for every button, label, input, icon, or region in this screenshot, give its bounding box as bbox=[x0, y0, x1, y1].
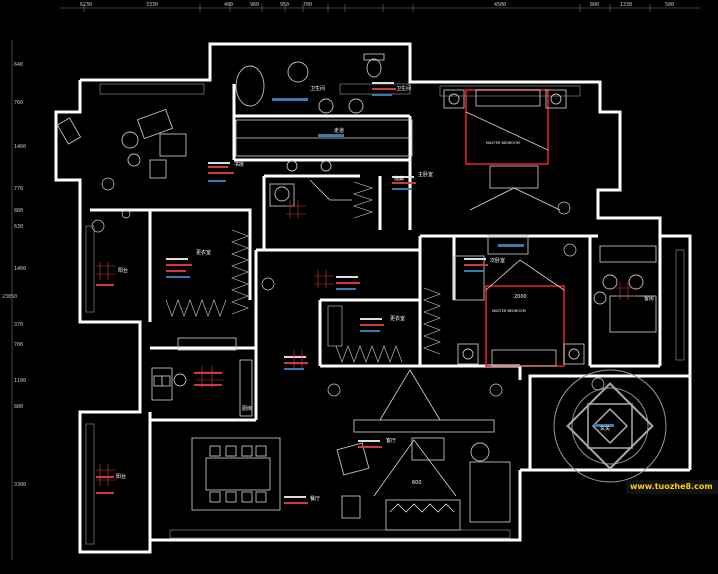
dim-left-8: 700 bbox=[14, 342, 23, 348]
room-label-balcony-left: 阳台 bbox=[118, 267, 128, 274]
plants bbox=[91, 177, 605, 397]
windows bbox=[85, 83, 685, 545]
room-label-balcony-bottom: 阳台 bbox=[116, 473, 126, 480]
second-bedroom-furniture bbox=[453, 235, 585, 367]
room-label-guest-room: 客房 bbox=[644, 295, 654, 302]
vanity-counter bbox=[235, 119, 413, 157]
top-dimension-labels: 6230 3330 400 960 950 700 4500 880 1330 … bbox=[80, 2, 674, 8]
dim-top-0: 6230 bbox=[80, 2, 92, 8]
dim-left-0: 640 bbox=[14, 62, 23, 68]
dim-top-6: 4500 bbox=[494, 2, 506, 8]
room-label-entry: 玄关 bbox=[600, 425, 610, 432]
room-label-cloakroom-2: 更衣室 bbox=[390, 315, 405, 322]
dim-top-9: 580 bbox=[665, 2, 674, 8]
dim-top-1: 3330 bbox=[146, 2, 158, 8]
dim-left-6: 1400 bbox=[14, 266, 26, 272]
dimension-lines bbox=[11, 4, 700, 560]
dim-top-4: 950 bbox=[280, 2, 289, 8]
dim-left-1: 760 bbox=[14, 100, 23, 106]
dim-top-5: 700 bbox=[303, 2, 312, 8]
watermark-text: www.tuozhe8.com bbox=[630, 482, 713, 491]
watermark-background bbox=[626, 480, 718, 494]
dim-top-2: 400 bbox=[224, 2, 233, 8]
room-label-second-bedroom: 次卧室 bbox=[490, 257, 505, 264]
dim-left-3: 770 bbox=[14, 186, 23, 192]
dim-top-3: 960 bbox=[250, 2, 259, 8]
dim-left-10: 880 bbox=[14, 404, 23, 410]
annotation-tags bbox=[96, 82, 614, 504]
room-label-cloakroom-1: 更衣室 bbox=[196, 249, 211, 256]
room-label-kitchen: 厨房 bbox=[242, 405, 252, 412]
room-label-bathroom-1: 卫生间 bbox=[310, 85, 325, 92]
study-furniture bbox=[56, 108, 187, 179]
exterior-walls bbox=[54, 42, 692, 554]
bed-dim-2000: 2000 bbox=[514, 294, 527, 300]
room-label-master-bedroom: 主卧室 bbox=[418, 171, 433, 178]
dim-top-7: 880 bbox=[590, 2, 599, 8]
dim-top-8: 1330 bbox=[620, 2, 632, 8]
room-label-dining: 餐厅 bbox=[310, 495, 320, 502]
dim-left-4: 880 bbox=[14, 208, 23, 214]
grid-marks bbox=[96, 200, 636, 486]
bathroom-fixtures bbox=[235, 53, 385, 207]
room-label-corridor: 走道 bbox=[334, 127, 344, 134]
tv-dim-600: 600 bbox=[412, 480, 422, 486]
master-bed-caption: MASTER BEDROOM bbox=[486, 141, 520, 145]
dim-left-9: 1100 bbox=[14, 378, 26, 384]
second-bed-caption: MASTER BEDROOM bbox=[492, 309, 526, 313]
round-room-feature bbox=[553, 369, 667, 483]
dim-left-11: 3300 bbox=[14, 482, 26, 488]
room-label-storage: 储藏 bbox=[394, 175, 404, 182]
left-dimension-labels: 640 760 1460 770 880 630 1400 370 700 11… bbox=[2, 62, 26, 488]
kitchen-fixtures bbox=[151, 337, 253, 417]
dim-left-5: 630 bbox=[14, 224, 23, 230]
dim-left-2: 1460 bbox=[14, 144, 26, 150]
room-label-bathroom-2: 卫生间 bbox=[396, 85, 411, 92]
master-bedroom-furniture bbox=[443, 89, 567, 211]
dim-left-total: 23850 bbox=[2, 294, 17, 300]
living-room-furniture bbox=[336, 369, 511, 531]
room-label-study: 书房 bbox=[234, 161, 244, 168]
guest-room-furniture bbox=[593, 245, 657, 333]
room-label-living: 客厅 bbox=[386, 437, 396, 444]
closet-shelving bbox=[165, 181, 441, 363]
dim-left-7: 370 bbox=[14, 322, 23, 328]
dining-set bbox=[191, 437, 281, 511]
room-labels: 书房 阳台 阳台 更衣室 更衣室 厨房 餐厅 客厅 主卧室 次卧室 客房 卫生间… bbox=[116, 85, 654, 502]
